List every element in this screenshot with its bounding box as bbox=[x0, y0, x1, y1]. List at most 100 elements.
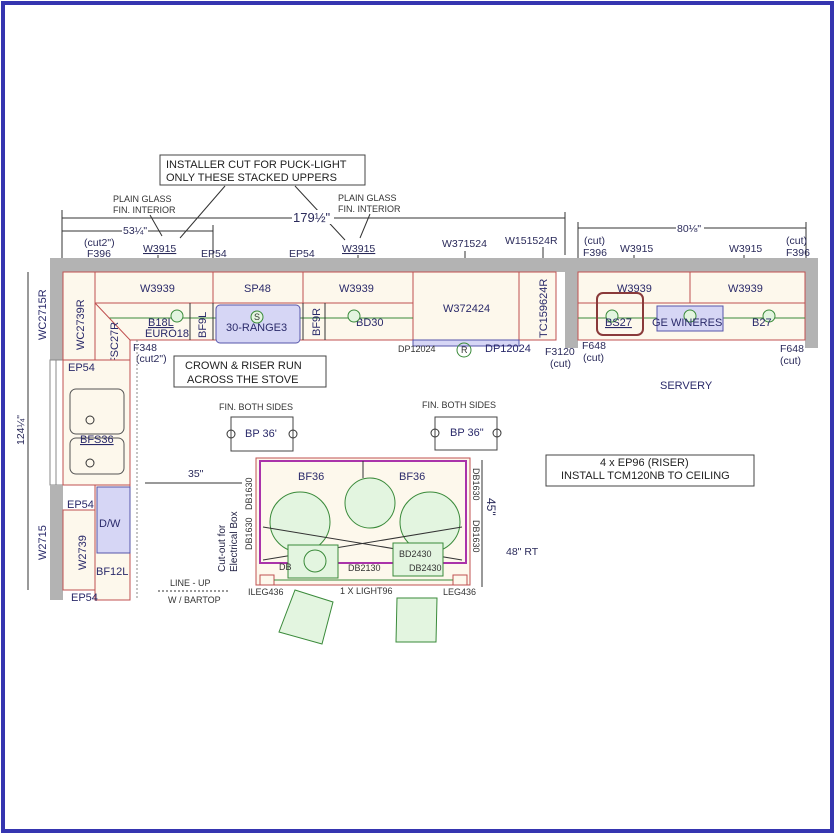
label: B18L bbox=[148, 317, 174, 329]
label: W2739 bbox=[77, 535, 89, 570]
label: EP54 bbox=[289, 248, 315, 260]
label: BF36 bbox=[298, 471, 324, 483]
glass-note-2a: PLAIN GLASS bbox=[338, 193, 397, 203]
wall-servery bbox=[565, 258, 818, 272]
label: TC159624R bbox=[538, 279, 550, 338]
label: ILEG436 bbox=[248, 587, 284, 597]
glass-note-1b: FIN. INTERIOR bbox=[113, 205, 176, 215]
dim-48-rt: 48" RT bbox=[506, 546, 539, 558]
label: (cut) bbox=[786, 235, 807, 247]
label: BD2430 bbox=[399, 549, 432, 559]
riser-note-line2: INSTALL TCM120NB TO CEILING bbox=[561, 470, 730, 482]
label: W3915 bbox=[342, 243, 375, 255]
wall-left bbox=[50, 258, 63, 360]
label: (cut) bbox=[550, 358, 571, 370]
label: F348 bbox=[133, 342, 157, 354]
label: BF36 bbox=[399, 471, 425, 483]
label: (cut) bbox=[583, 352, 604, 364]
dishwasher[interactable] bbox=[96, 486, 131, 554]
label: W3915 bbox=[729, 243, 762, 255]
label: 1 X LIGHT96 bbox=[340, 586, 393, 596]
sink-bowl bbox=[69, 388, 125, 435]
label: (cut2") bbox=[84, 237, 115, 249]
crown-note-line2: ACROSS THE STOVE bbox=[187, 374, 298, 386]
label: BF9L bbox=[197, 312, 209, 338]
label: EP54 bbox=[67, 499, 94, 511]
label: FIN. BOTH SIDES bbox=[219, 402, 293, 412]
label: (cut) bbox=[584, 235, 605, 247]
dim-179: 179½" bbox=[293, 210, 331, 225]
lineup-note-1: LINE - UP bbox=[170, 578, 211, 588]
riser-note-box bbox=[545, 454, 755, 487]
label: DP12024 bbox=[398, 344, 436, 354]
label: BS27 bbox=[605, 317, 632, 329]
label: BD30 bbox=[356, 317, 384, 329]
label: DB1630 bbox=[471, 520, 481, 553]
label: W3939 bbox=[140, 283, 175, 295]
range-30[interactable] bbox=[215, 304, 301, 344]
label: EP54 bbox=[71, 592, 98, 604]
glass-note-2b: FIN. INTERIOR bbox=[338, 204, 401, 214]
label: W3915 bbox=[620, 243, 653, 255]
label: EP54 bbox=[201, 248, 227, 260]
label: EURO18 bbox=[145, 328, 189, 340]
crown-note-line1: CROWN & RISER RUN bbox=[185, 360, 302, 372]
dim-35: 35" bbox=[188, 468, 204, 480]
wall-top bbox=[50, 258, 565, 272]
stool-seat bbox=[269, 491, 331, 553]
puck-note-line1: INSTALLER CUT FOR PUCK-LIGHT bbox=[166, 159, 347, 171]
label: GE WINERES bbox=[652, 317, 722, 329]
label: EP54 bbox=[68, 362, 95, 374]
label: F396 bbox=[583, 247, 607, 259]
stool-right bbox=[395, 597, 438, 643]
glass-note-1a: PLAIN GLASS bbox=[113, 194, 172, 204]
cabinet-w372424[interactable] bbox=[412, 271, 520, 341]
label: F396 bbox=[786, 247, 810, 259]
label: S bbox=[254, 312, 260, 322]
cutout-note-1: Cut-out for bbox=[217, 524, 228, 572]
label: F3120 bbox=[545, 346, 575, 358]
label: DB1630 bbox=[471, 468, 481, 501]
label: DB2430 bbox=[409, 563, 442, 573]
dim-53: 53¼" bbox=[123, 225, 147, 237]
label: BF9R bbox=[311, 308, 323, 336]
label: F396 bbox=[87, 248, 111, 260]
stool-left bbox=[278, 589, 334, 645]
label: B27 bbox=[752, 317, 772, 329]
label: R bbox=[461, 345, 468, 355]
puck-light-note-box bbox=[159, 154, 366, 186]
riser-note-line1: 4 x EP96 (RISER) bbox=[600, 457, 689, 469]
crown-note-box bbox=[173, 355, 327, 388]
label: DB bbox=[279, 562, 292, 572]
label: LEG436 bbox=[443, 587, 476, 597]
label: W371524 bbox=[442, 238, 487, 250]
servery-label: SERVERY bbox=[660, 380, 713, 392]
label: 30-RANGE3 bbox=[226, 322, 287, 334]
label: W151524R bbox=[505, 235, 558, 247]
label: F648 bbox=[582, 340, 606, 352]
label: D/W bbox=[99, 518, 121, 530]
cabinet-sp48[interactable] bbox=[212, 271, 304, 304]
label: W2715 bbox=[37, 525, 49, 560]
post-bp36-right bbox=[434, 416, 498, 451]
label: DB2130 bbox=[348, 563, 381, 573]
label: BP 36' bbox=[245, 428, 277, 440]
puck-note-line2: ONLY THESE STACKED UPPERS bbox=[166, 172, 337, 184]
label: W3939 bbox=[339, 283, 374, 295]
cutout-note-2: Electrical Box bbox=[229, 511, 240, 572]
bar-sink bbox=[596, 292, 644, 336]
label: BF12L bbox=[96, 566, 128, 578]
label: FIN. BOTH SIDES bbox=[422, 400, 496, 410]
label: DP12024 bbox=[485, 343, 531, 355]
cabinet-tc159624r[interactable] bbox=[518, 271, 557, 341]
label: (cut) bbox=[780, 355, 801, 367]
dim-124: 124¼" bbox=[15, 415, 27, 445]
label: WC2739R bbox=[75, 299, 87, 350]
label: RFSC27R bbox=[109, 322, 121, 372]
label: WC2715R bbox=[37, 289, 49, 340]
post-bp36-left bbox=[230, 416, 294, 452]
label: W372424 bbox=[443, 303, 490, 315]
label: DB1630 bbox=[244, 517, 254, 550]
